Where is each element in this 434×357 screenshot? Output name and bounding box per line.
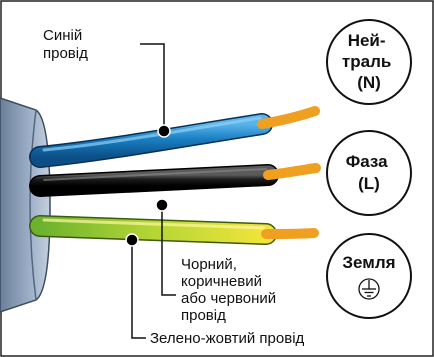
phase-wire-label: Чорний, коричневий або червоний провід bbox=[181, 256, 280, 324]
neutral-badge: Ней- траль (N) bbox=[326, 19, 412, 105]
blue-wire-leader bbox=[140, 43, 171, 138]
neutral-badge-text: Ней- траль (N) bbox=[342, 31, 396, 92]
neutral-badge-line-3: (N) bbox=[357, 73, 381, 92]
cable-sheath bbox=[0, 97, 51, 313]
black-wire bbox=[29, 163, 321, 197]
green-yellow-wire bbox=[29, 215, 319, 245]
blue-wire bbox=[29, 106, 320, 168]
ground-badge-label: Земля bbox=[342, 253, 395, 272]
phase-badge-text: Фаза (L) bbox=[346, 152, 393, 193]
phase-badge-line-2: (L) bbox=[358, 174, 380, 193]
phase-badge: Фаза (L) bbox=[326, 130, 412, 216]
green-wire-marker-dot bbox=[125, 233, 139, 247]
neutral-badge-line-2: траль bbox=[342, 52, 391, 71]
black-wire-marker-dot bbox=[155, 198, 169, 212]
green-wire-copper-tip bbox=[261, 228, 319, 239]
blue-wire-label-line-2: провід bbox=[43, 45, 88, 62]
blue-wire-label: Синій провід bbox=[43, 27, 88, 62]
black-wire-leader bbox=[155, 198, 176, 296]
earth-ground-icon bbox=[358, 278, 380, 300]
ground-badge: Земля bbox=[326, 233, 412, 319]
phase-wire-label-line-3: або червоний bbox=[181, 290, 276, 307]
black-wire-copper-tip bbox=[263, 163, 321, 180]
phase-wire-label-line-1: Чорний, bbox=[181, 256, 237, 273]
phase-badge-line-1: Фаза bbox=[346, 152, 388, 171]
phase-wire-label-line-2: коричневий bbox=[181, 273, 262, 290]
green-wire-leader bbox=[125, 233, 146, 339]
blue-wire-label-line-1: Синій bbox=[43, 27, 82, 44]
phase-wire-label-line-4: провід bbox=[181, 307, 226, 324]
blue-wire-marker-dot bbox=[157, 124, 171, 138]
ground-wire-label: Зелено-жовтий провід bbox=[150, 330, 305, 347]
neutral-badge-line-1: Ней- bbox=[348, 31, 386, 50]
blue-wire-copper-tip bbox=[257, 106, 320, 129]
